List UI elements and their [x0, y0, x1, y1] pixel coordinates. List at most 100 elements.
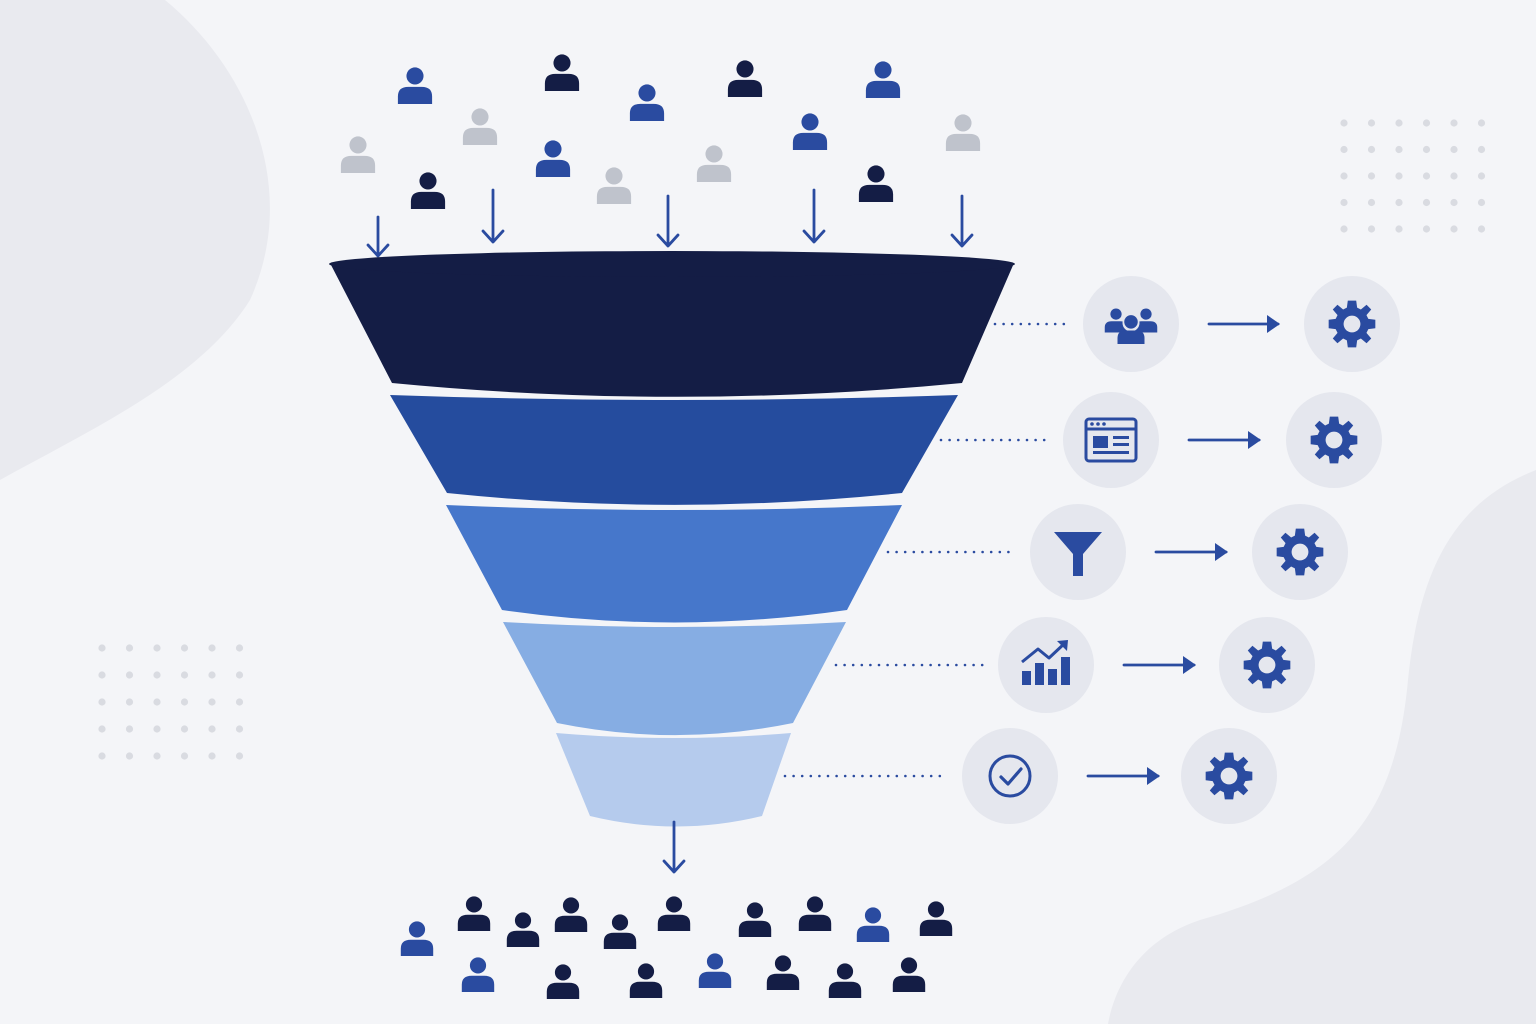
- arrow-down-icon-head: [802, 229, 826, 244]
- dot: [208, 698, 216, 706]
- dot: [1477, 119, 1486, 127]
- funnel-rim: [329, 251, 1015, 277]
- background-blob-bottom-right: [1108, 470, 1536, 1024]
- filter-icon: [1054, 532, 1102, 576]
- icon-circle: [1063, 392, 1159, 488]
- icon-circle: [962, 728, 1058, 824]
- dot: [98, 752, 106, 760]
- dot: [235, 644, 244, 652]
- gear-circle: [1181, 728, 1277, 824]
- incoming-people: [340, 54, 981, 209]
- dot: [153, 752, 161, 760]
- output-person-icon: [629, 963, 663, 998]
- dot-grid-bottom-left: [98, 644, 244, 760]
- dot: [180, 644, 189, 652]
- dot: [1477, 225, 1486, 233]
- arrow-right-head: [1215, 543, 1228, 561]
- dot: [235, 698, 244, 706]
- dot: [125, 752, 134, 760]
- dot: [208, 671, 216, 679]
- output-person-icon: [892, 957, 926, 992]
- dot: [98, 725, 106, 733]
- dot: [235, 752, 244, 760]
- stage-connectors: [783, 276, 1400, 824]
- incoming-person-icon: [727, 60, 763, 97]
- dot: [1450, 198, 1458, 207]
- gear-circle: [1219, 617, 1315, 713]
- stage-row-5: [783, 728, 1277, 824]
- gear-circle: [1252, 504, 1348, 600]
- dot: [180, 725, 189, 733]
- incoming-person-icon: [865, 61, 901, 98]
- growth-chart-icon: [1021, 640, 1070, 685]
- arrow-down-icon-head: [656, 233, 680, 248]
- output-person-icon: [856, 907, 890, 942]
- stage-row-3: [886, 504, 1348, 600]
- dot: [153, 671, 161, 679]
- browser-window-icon: [1084, 417, 1138, 463]
- incoming-person-icon: [397, 67, 433, 104]
- output-person-icon: [461, 957, 495, 992]
- incoming-arrows: [366, 188, 974, 258]
- background-blob-top-left: [0, 0, 270, 480]
- dot: [180, 671, 189, 679]
- output-person-icon: [828, 963, 862, 998]
- dot: [1367, 225, 1376, 233]
- output-person-icon: [657, 896, 691, 931]
- output-person-icon: [400, 921, 434, 956]
- dot: [125, 671, 134, 679]
- output-person-icon: [698, 953, 732, 988]
- output-flow: [400, 820, 953, 999]
- dot: [1422, 119, 1431, 127]
- dot: [1395, 172, 1403, 180]
- arrow-down-icon-head: [950, 233, 974, 248]
- output-person-icon: [506, 912, 540, 947]
- stage-row-1: [993, 276, 1400, 372]
- output-person-icon: [546, 964, 580, 999]
- dot: [1367, 119, 1376, 127]
- stage-row-4: [834, 617, 1315, 713]
- funnel: [329, 251, 1015, 827]
- incoming-person-icon: [945, 114, 981, 151]
- funnel-stage-1: [330, 263, 1014, 397]
- dot: [125, 725, 134, 733]
- dot: [98, 671, 106, 679]
- output-person-icon: [798, 896, 832, 931]
- incoming-person-icon: [535, 140, 571, 177]
- incoming-person-icon: [792, 113, 828, 150]
- check-circle-icon: [988, 754, 1032, 798]
- dot: [125, 698, 134, 706]
- funnel-stage-2: [390, 395, 958, 505]
- output-arrow-down-icon-head: [662, 859, 686, 874]
- arrow-right-head: [1248, 431, 1261, 449]
- dot: [1367, 172, 1376, 180]
- gear-circle: [1286, 392, 1382, 488]
- icon-circle: [998, 617, 1094, 713]
- dot: [235, 725, 244, 733]
- dot: [180, 752, 189, 760]
- dot: [1367, 198, 1376, 207]
- dot: [1450, 145, 1458, 154]
- dot: [125, 644, 134, 652]
- dot: [1450, 119, 1458, 127]
- dot: [208, 752, 216, 760]
- dot: [208, 644, 216, 652]
- dot: [1340, 145, 1348, 154]
- dot: [1340, 119, 1348, 127]
- stage-row-2: [939, 392, 1382, 488]
- arrow-down-icon-head: [481, 229, 505, 244]
- dot: [1422, 198, 1431, 207]
- incoming-person-icon: [858, 165, 894, 202]
- arrow-down-icon-head: [366, 243, 390, 258]
- dot: [98, 644, 106, 652]
- dot: [1450, 172, 1458, 180]
- group-icon: [1104, 308, 1158, 351]
- arrow-right-head: [1267, 315, 1280, 333]
- dot: [1340, 225, 1348, 233]
- output-person-icon: [766, 955, 800, 990]
- dot: [1395, 145, 1403, 154]
- incoming-person-icon: [596, 167, 632, 204]
- dot: [1422, 145, 1431, 154]
